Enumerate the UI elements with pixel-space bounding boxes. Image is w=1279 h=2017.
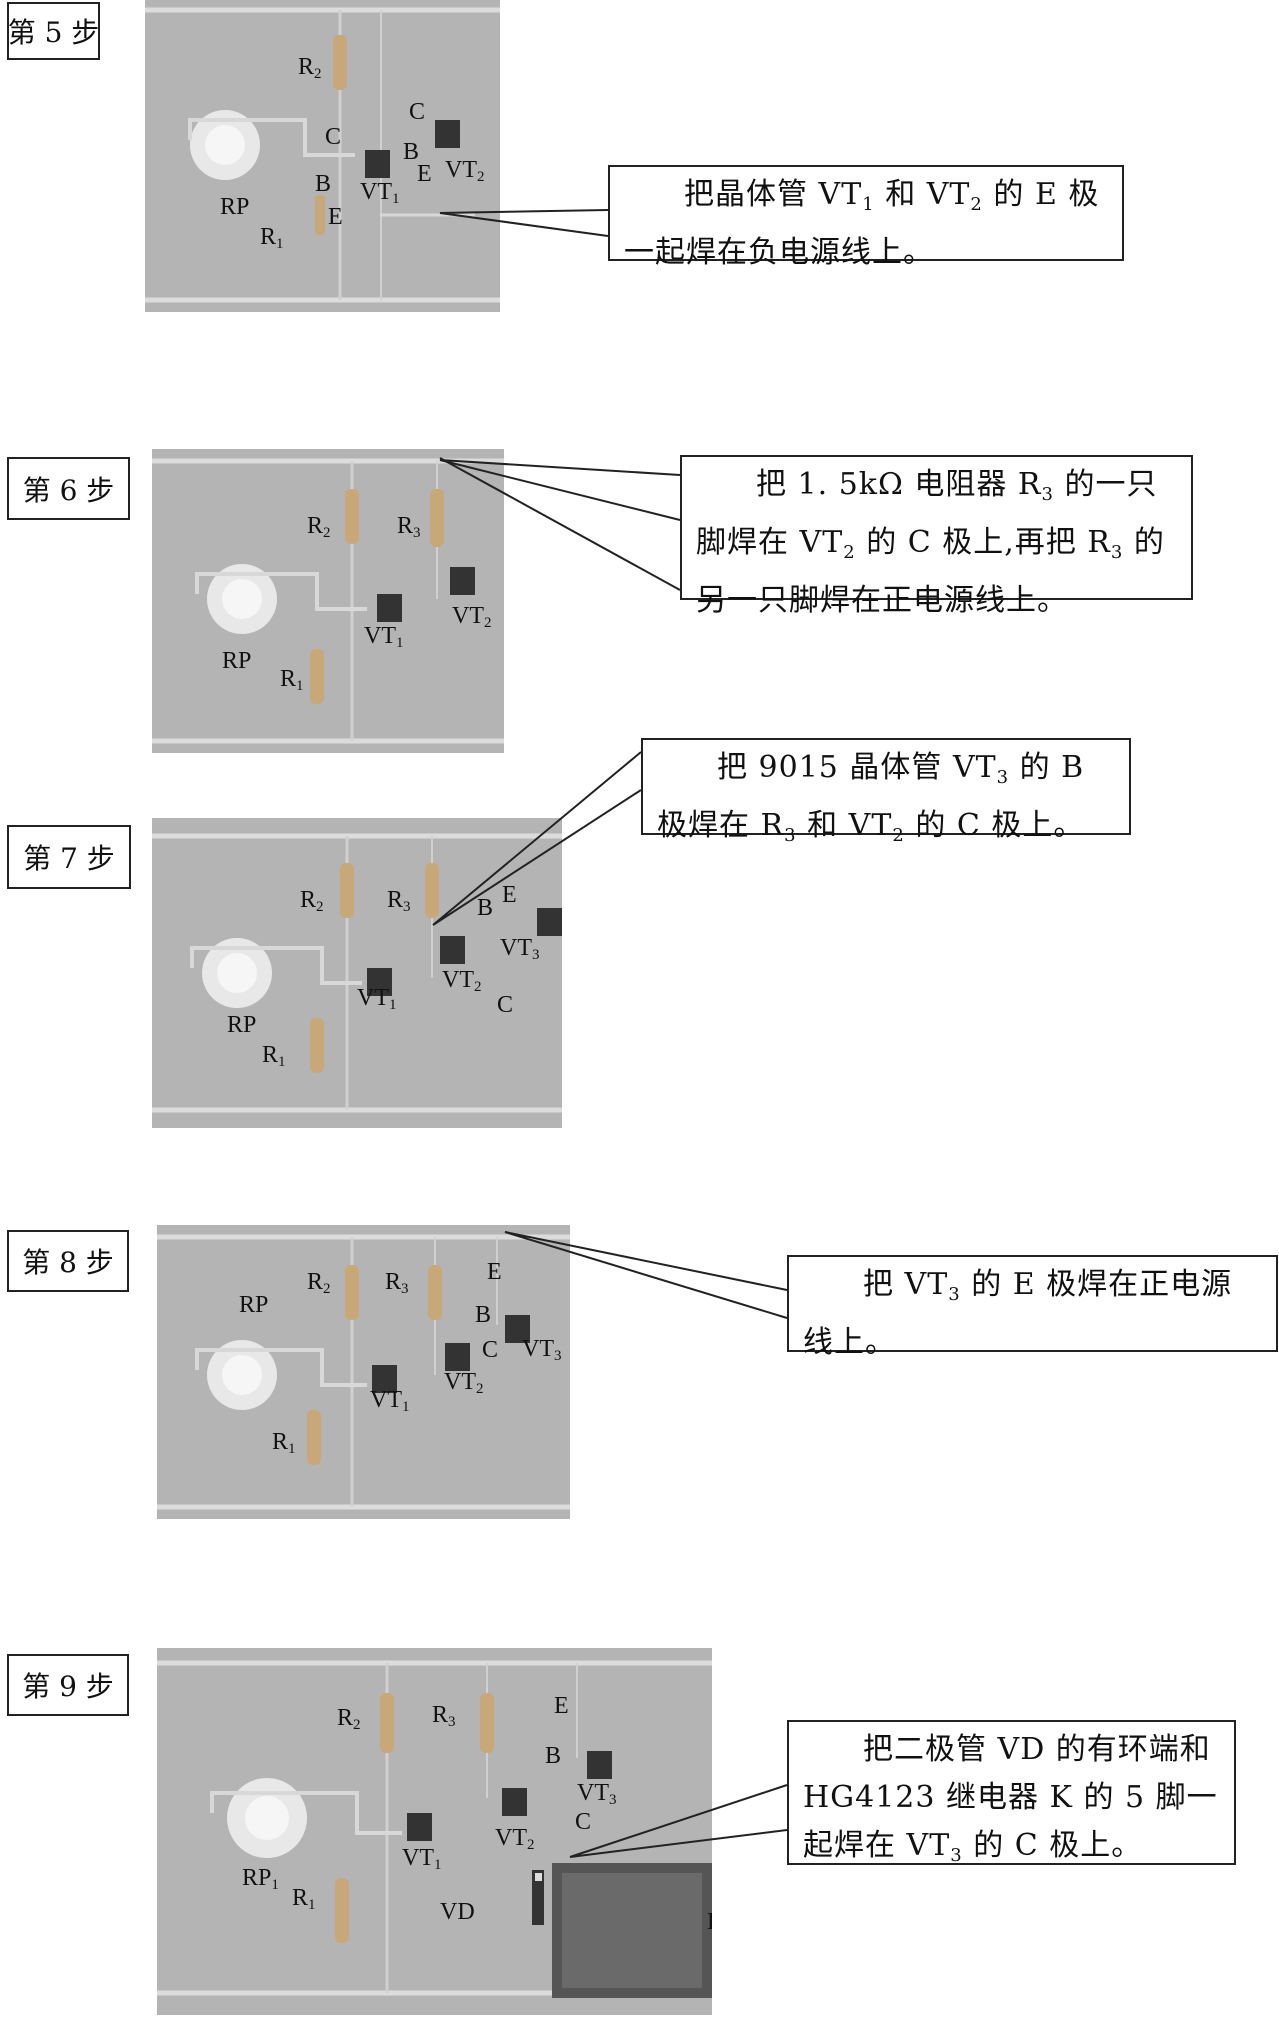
- step-9-photo: E R2 R3 B VT3 C VT1 VT2 RP1 R1 VD K: [157, 1648, 712, 2015]
- label-r2: R2: [300, 887, 324, 915]
- circuit-drawing: [152, 449, 504, 753]
- label-r1: R1: [280, 666, 304, 694]
- step-6-caption: 把 1. 5kΩ 电阻器 R3 的一只脚焊在 VT2 的 C 极上,再把 R3 …: [680, 455, 1193, 618]
- step-8-photo: RP R2 R3 E B C VT3 VT2 VT1 R1: [157, 1225, 570, 1519]
- label-vt1: VT1: [402, 1845, 442, 1873]
- step-8-caption: 把 VT3 的 E 极焊在正电源线上。: [787, 1255, 1278, 1360]
- step-6-photo: R2 R3 VT2 VT1 RP R1: [152, 449, 504, 753]
- label-e-vt3: E: [554, 1693, 569, 1719]
- label-vt1: VT1: [364, 623, 404, 651]
- label-b-vt3: B: [475, 1302, 492, 1328]
- label-b-vt3: B: [477, 895, 494, 921]
- label-c-vt1: C: [325, 124, 342, 150]
- step-5-photo: R2 C C B B E VT2 VT1 RP R1 E: [145, 0, 500, 312]
- step-label: 第 8 步: [7, 1230, 129, 1292]
- label-r2: R2: [298, 54, 322, 82]
- label-vt1: VT1: [360, 179, 400, 207]
- step-7-caption: 把 9015 晶体管 VT3 的 B 极焊在 R3 和 VT2 的 C 极上。: [641, 738, 1131, 846]
- label-c-vt3: C: [497, 992, 514, 1018]
- label-r3: R3: [432, 1702, 456, 1730]
- label-vt3: VT3: [522, 1336, 562, 1364]
- label-r2: R2: [307, 513, 331, 541]
- label-r1: R1: [272, 1429, 296, 1457]
- label-rp1: RP1: [242, 1865, 279, 1893]
- circuit-drawing: [145, 0, 500, 312]
- label-vt2: VT2: [452, 603, 492, 631]
- step-5-caption: 把晶体管 VT1 和 VT2 的 E 极一起焊在负电源线上。: [608, 165, 1124, 270]
- label-vt2: VT2: [495, 1825, 535, 1853]
- circuit-drawing: [152, 818, 562, 1128]
- step-label: 第 5 步: [7, 2, 100, 60]
- label-b-vt2: B: [403, 139, 420, 165]
- label-r2: R2: [307, 1269, 331, 1297]
- step-label: 第 7 步: [7, 825, 131, 889]
- label-e-vt3: E: [487, 1259, 502, 1285]
- label-e-vt2: E: [417, 161, 432, 187]
- circuit-drawing: [157, 1225, 570, 1519]
- label-r2: R2: [337, 1705, 361, 1733]
- step-9-caption: 把二极管 VD 的有环端和 HG4123 继电器 K 的 5 脚一起焊在 VT3…: [787, 1720, 1236, 1866]
- label-rp: RP: [227, 1012, 257, 1038]
- label-r1: R1: [292, 1885, 316, 1913]
- label-vt3: VT3: [500, 935, 540, 963]
- label-vt3: VT3: [577, 1780, 617, 1808]
- label-c-vt3: C: [575, 1809, 592, 1835]
- label-c-vt3: C: [482, 1337, 499, 1363]
- label-vt2: VT2: [445, 157, 485, 185]
- label-rp: RP: [220, 194, 250, 220]
- step-label: 第 6 步: [7, 457, 130, 520]
- label-k: K: [707, 1910, 712, 1934]
- label-c-vt2: C: [409, 99, 426, 125]
- label-r3: R3: [385, 1269, 409, 1297]
- step-label: 第 9 步: [7, 1654, 129, 1716]
- label-vd: VD: [440, 1899, 475, 1925]
- label-r1: R1: [262, 1042, 286, 1070]
- label-r3: R3: [387, 887, 411, 915]
- label-vt2: VT2: [444, 1369, 484, 1397]
- label-r3: R3: [397, 513, 421, 541]
- label-rp: RP: [239, 1292, 269, 1318]
- label-vt2: VT2: [442, 967, 482, 995]
- label-e-vt1: E: [328, 204, 343, 230]
- label-b-vt1: B: [315, 171, 332, 197]
- label-b-vt3: B: [545, 1743, 562, 1769]
- label-vt1: VT1: [357, 985, 397, 1013]
- label-vt1: VT1: [370, 1387, 410, 1415]
- label-rp: RP: [222, 648, 252, 674]
- label-e-vt3: E: [502, 882, 517, 908]
- label-r1: R1: [260, 224, 284, 252]
- step-7-photo: R2 R3 B E VT3 VT2 C VT1 RP R1: [152, 818, 562, 1128]
